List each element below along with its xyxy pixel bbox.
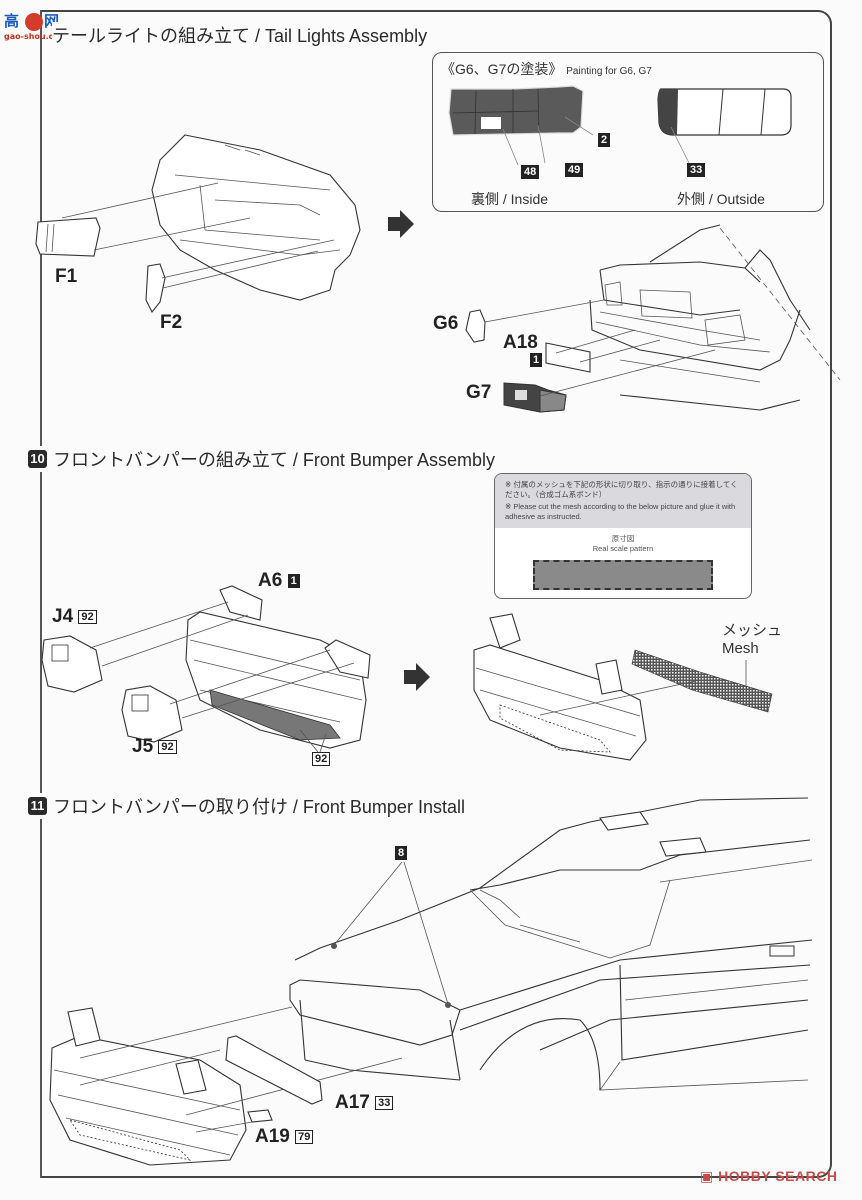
part-F2 [145, 263, 166, 314]
color-callout-A17: 33 [375, 1095, 394, 1110]
color-callout-J4: 92 [78, 609, 97, 624]
step-9-title: テールライトの組み立て / Tail Lights Assembly [52, 22, 434, 48]
painting-guide-box: 《G6、G7の塗装》 Painting for G6, G7 2 48 49 3… [432, 52, 824, 212]
page-frame [40, 10, 832, 1178]
front-bumper-assembly-drawing [41, 585, 773, 761]
part-A6 [185, 611, 367, 749]
mesh-real-scale-pattern [533, 560, 713, 590]
mesh-label: メッシュ Mesh [722, 622, 783, 657]
painting-guide-title: 《G6、G7の塗装》 Painting for G6, G7 [441, 61, 652, 77]
color-callout-49: 49 [565, 163, 584, 177]
color-callout-8: 8 [395, 846, 408, 860]
part-label-F2: F2 [160, 312, 183, 333]
part-G6 [465, 309, 486, 343]
part-label-J5: J5 92 [132, 736, 177, 758]
part-label-F1: F1 [55, 266, 78, 287]
step-11-title: 11 フロントバンパーの取り付け / Front Bumper Install [28, 793, 471, 819]
part-label-J4: J4 92 [52, 606, 97, 628]
color-callout-J5: 92 [158, 739, 177, 754]
part-label-A18: A18 [503, 332, 538, 353]
rear-car-drawing [465, 224, 841, 413]
color-callout-grille-92: 92 [312, 752, 331, 766]
hobby-search-logo: ▣ HOBBY SEARCH [700, 1168, 838, 1184]
color-callout-A6: 1 [287, 573, 300, 588]
step-11-number: 11 [28, 797, 47, 815]
part-A19 [247, 1109, 273, 1123]
part-A18 [545, 342, 591, 373]
step-9-title-text: テールライトの組み立て / Tail Lights Assembly [52, 26, 428, 46]
mesh-instruction-note: ※ 付属のメッシュを下記の形状に切り取り、指示の通りに接着してください。（合成ゴ… [495, 474, 751, 528]
step-10-number: 10 [28, 450, 47, 468]
color-callout-33: 33 [687, 163, 706, 177]
painting-inside-caption: 裏側 / Inside [471, 191, 549, 207]
rear-body-drawing [35, 134, 361, 314]
color-callout-A18: 1 [530, 353, 543, 367]
next-arrow-icon [404, 663, 430, 691]
color-callout-A19: 79 [295, 1129, 314, 1144]
front-bumper-part [49, 1035, 247, 1166]
painting-outside-caption: 外側 / Outside [677, 191, 765, 207]
part-label-A6: A6 1 [258, 570, 300, 592]
color-callout-2: 2 [598, 133, 611, 147]
part-label-G6: G6 [433, 313, 459, 334]
painting-inside-diagram [448, 85, 792, 166]
mesh-instruction-box: ※ 付属のメッシュを下記の形状に切り取り、指示の通りに接着してください。（合成ゴ… [494, 473, 752, 599]
svg-text:高: 高 [4, 12, 19, 30]
rear-body-shell [151, 134, 361, 301]
color-callout-48: 48 [521, 165, 540, 179]
next-arrow-icon [388, 210, 414, 238]
svg-text:gao-shou.com: gao-shou.com [4, 32, 67, 41]
hobby-search-icon: ▣ [700, 1168, 714, 1184]
step-11-title-text: フロントバンパーの取り付け / Front Bumper Install [53, 797, 465, 817]
part-A17 [225, 1035, 323, 1105]
step-10-title: 10 フロントバンパーの組み立て / Front Bumper Assembly [28, 446, 501, 472]
part-label-G7: G7 [466, 382, 492, 403]
part-label-A19: A19 79 [255, 1126, 314, 1148]
real-scale-label: 原寸図 Real scale pattern [592, 534, 654, 553]
part-label-A17: A17 33 [335, 1092, 394, 1114]
step-10-title-text: フロントバンパーの組み立て / Front Bumper Assembly [53, 450, 495, 470]
